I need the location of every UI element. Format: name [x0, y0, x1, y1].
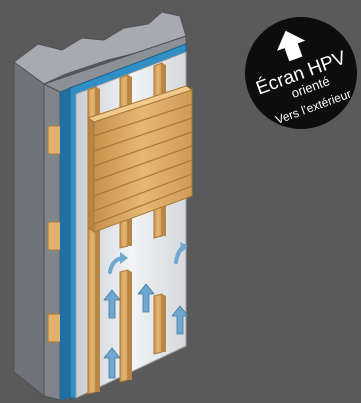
- orientation-badge: Écran HPV orienté Vers l’extérieur: [229, 1, 361, 145]
- masonry-wall-side: [14, 62, 44, 396]
- furring-block: [48, 314, 62, 342]
- membrane-layer-side: [60, 88, 70, 400]
- furring-block: [48, 126, 62, 154]
- furring-block: [48, 222, 62, 250]
